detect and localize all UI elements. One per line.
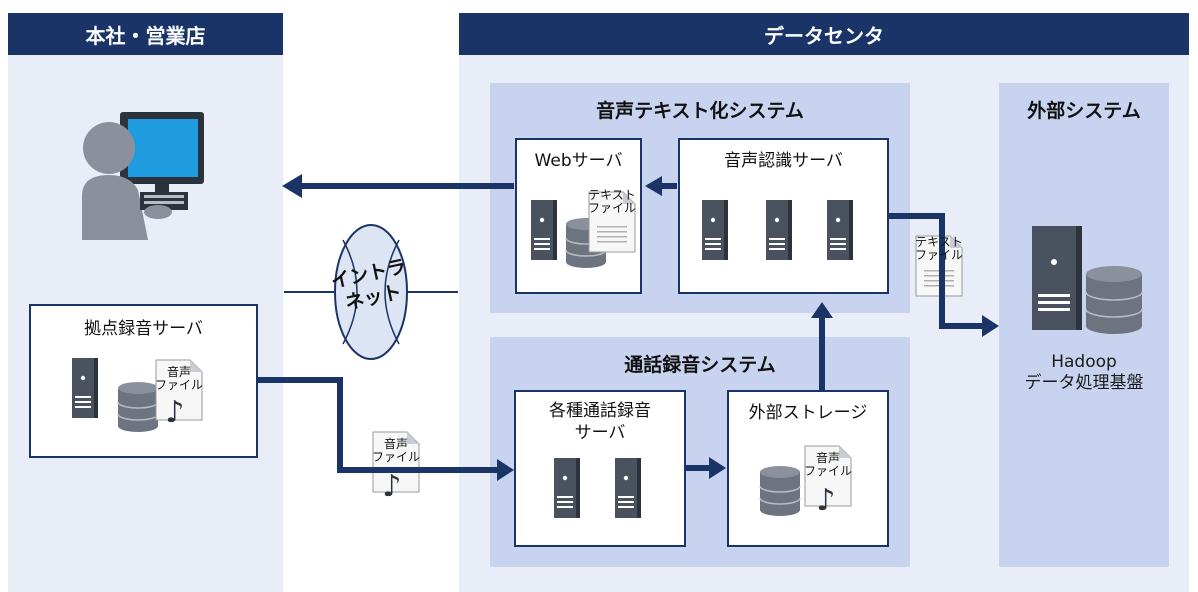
user-at-computer-icon bbox=[82, 112, 204, 240]
hq-header: 本社・営業店 bbox=[8, 13, 283, 55]
web-server-icon bbox=[531, 200, 557, 260]
web-text-file-label-line2: ファイル bbox=[587, 201, 636, 215]
web-server-title: Webサーバ bbox=[534, 151, 623, 171]
call-server-icon-1 bbox=[554, 458, 580, 518]
transfer-text-file-label-line2: ファイル bbox=[914, 248, 963, 262]
hadoop-label-line2: データ処理基盤 bbox=[1024, 373, 1144, 393]
intranet-globe-icon bbox=[334, 224, 408, 360]
arrowhead-web bbox=[645, 176, 662, 196]
arrowhead-voice bbox=[811, 302, 833, 318]
hadoop-label: Hadoop データ処理基盤 bbox=[999, 352, 1169, 394]
storage-database-icon bbox=[759, 465, 801, 517]
storage-music-note-icon: ♪ bbox=[816, 483, 835, 518]
voice-text-system-title: 音声テキスト化システム bbox=[596, 100, 804, 122]
arrowhead-hadoop bbox=[982, 315, 999, 337]
transfer-text-file-label-line1: テキスト bbox=[915, 235, 963, 249]
branch-recording-server-title: 拠点録音サーバ bbox=[84, 319, 203, 339]
arrowhead-user bbox=[282, 174, 302, 198]
call-server-icon-2 bbox=[615, 458, 641, 518]
datacenter-header: データセンタ bbox=[459, 13, 1189, 55]
branch-recording-server-box: 拠点録音サーバ bbox=[29, 304, 258, 458]
transfer-audio-file-label-line1: 音声 bbox=[383, 437, 408, 451]
call-recording-system-title: 通話録音システム bbox=[624, 354, 776, 376]
web-text-file-label: テキスト ファイル bbox=[587, 189, 637, 215]
hadoop-database-icon bbox=[1085, 266, 1143, 334]
transfer-text-file-label: テキスト ファイル bbox=[914, 236, 964, 262]
voice-server-icon-2 bbox=[766, 200, 792, 260]
web-text-file-label-line1: テキスト bbox=[588, 188, 636, 202]
hq-header-label: 本社・営業店 bbox=[85, 23, 206, 48]
datacenter-header-label: データセンタ bbox=[764, 23, 884, 48]
transfer-audio-file-label: 音声 ファイル bbox=[371, 438, 421, 464]
storage-audio-file-label: 音声 ファイル bbox=[803, 452, 853, 478]
call-recording-servers-title-line1: 各種通話録音 bbox=[549, 401, 651, 421]
arrow-branch-to-call bbox=[258, 377, 500, 473]
storage-audio-file-label-line1: 音声 bbox=[815, 451, 840, 465]
arrowhead-storage bbox=[709, 457, 726, 479]
branch-audio-file-label: 音声 ファイル bbox=[154, 366, 204, 392]
arrow-voice-to-hadoop bbox=[889, 213, 985, 329]
transfer-music-note-icon: ♪ bbox=[382, 469, 401, 504]
external-system-title: 外部システム bbox=[1027, 100, 1141, 122]
arrows bbox=[258, 183, 985, 473]
branch-audio-file-label-line2: ファイル bbox=[154, 378, 203, 392]
hadoop-label-line1: Hadoop bbox=[1051, 352, 1117, 372]
transfer-audio-file-label-line2: ファイル bbox=[371, 450, 420, 464]
call-recording-servers-title-line2: サーバ bbox=[574, 423, 626, 443]
storage-audio-file-label-line2: ファイル bbox=[803, 464, 852, 478]
arrowhead-call bbox=[497, 459, 514, 481]
branch-database-icon bbox=[117, 381, 159, 433]
external-storage-title: 外部ストレージ bbox=[748, 403, 868, 423]
branch-music-note-icon: ♪ bbox=[165, 395, 184, 430]
arrowheads bbox=[282, 174, 999, 481]
voice-recognition-server-title: 音声認識サーバ bbox=[724, 151, 843, 171]
call-recording-servers-box: 各種通話録音 サーバ bbox=[514, 390, 686, 547]
branch-audio-file-label-line1: 音声 bbox=[166, 365, 191, 379]
voice-server-icon-1 bbox=[702, 200, 728, 260]
hadoop-server-icon bbox=[1032, 226, 1082, 330]
voice-server-icon-3 bbox=[827, 200, 853, 260]
branch-server-icon bbox=[72, 358, 98, 418]
